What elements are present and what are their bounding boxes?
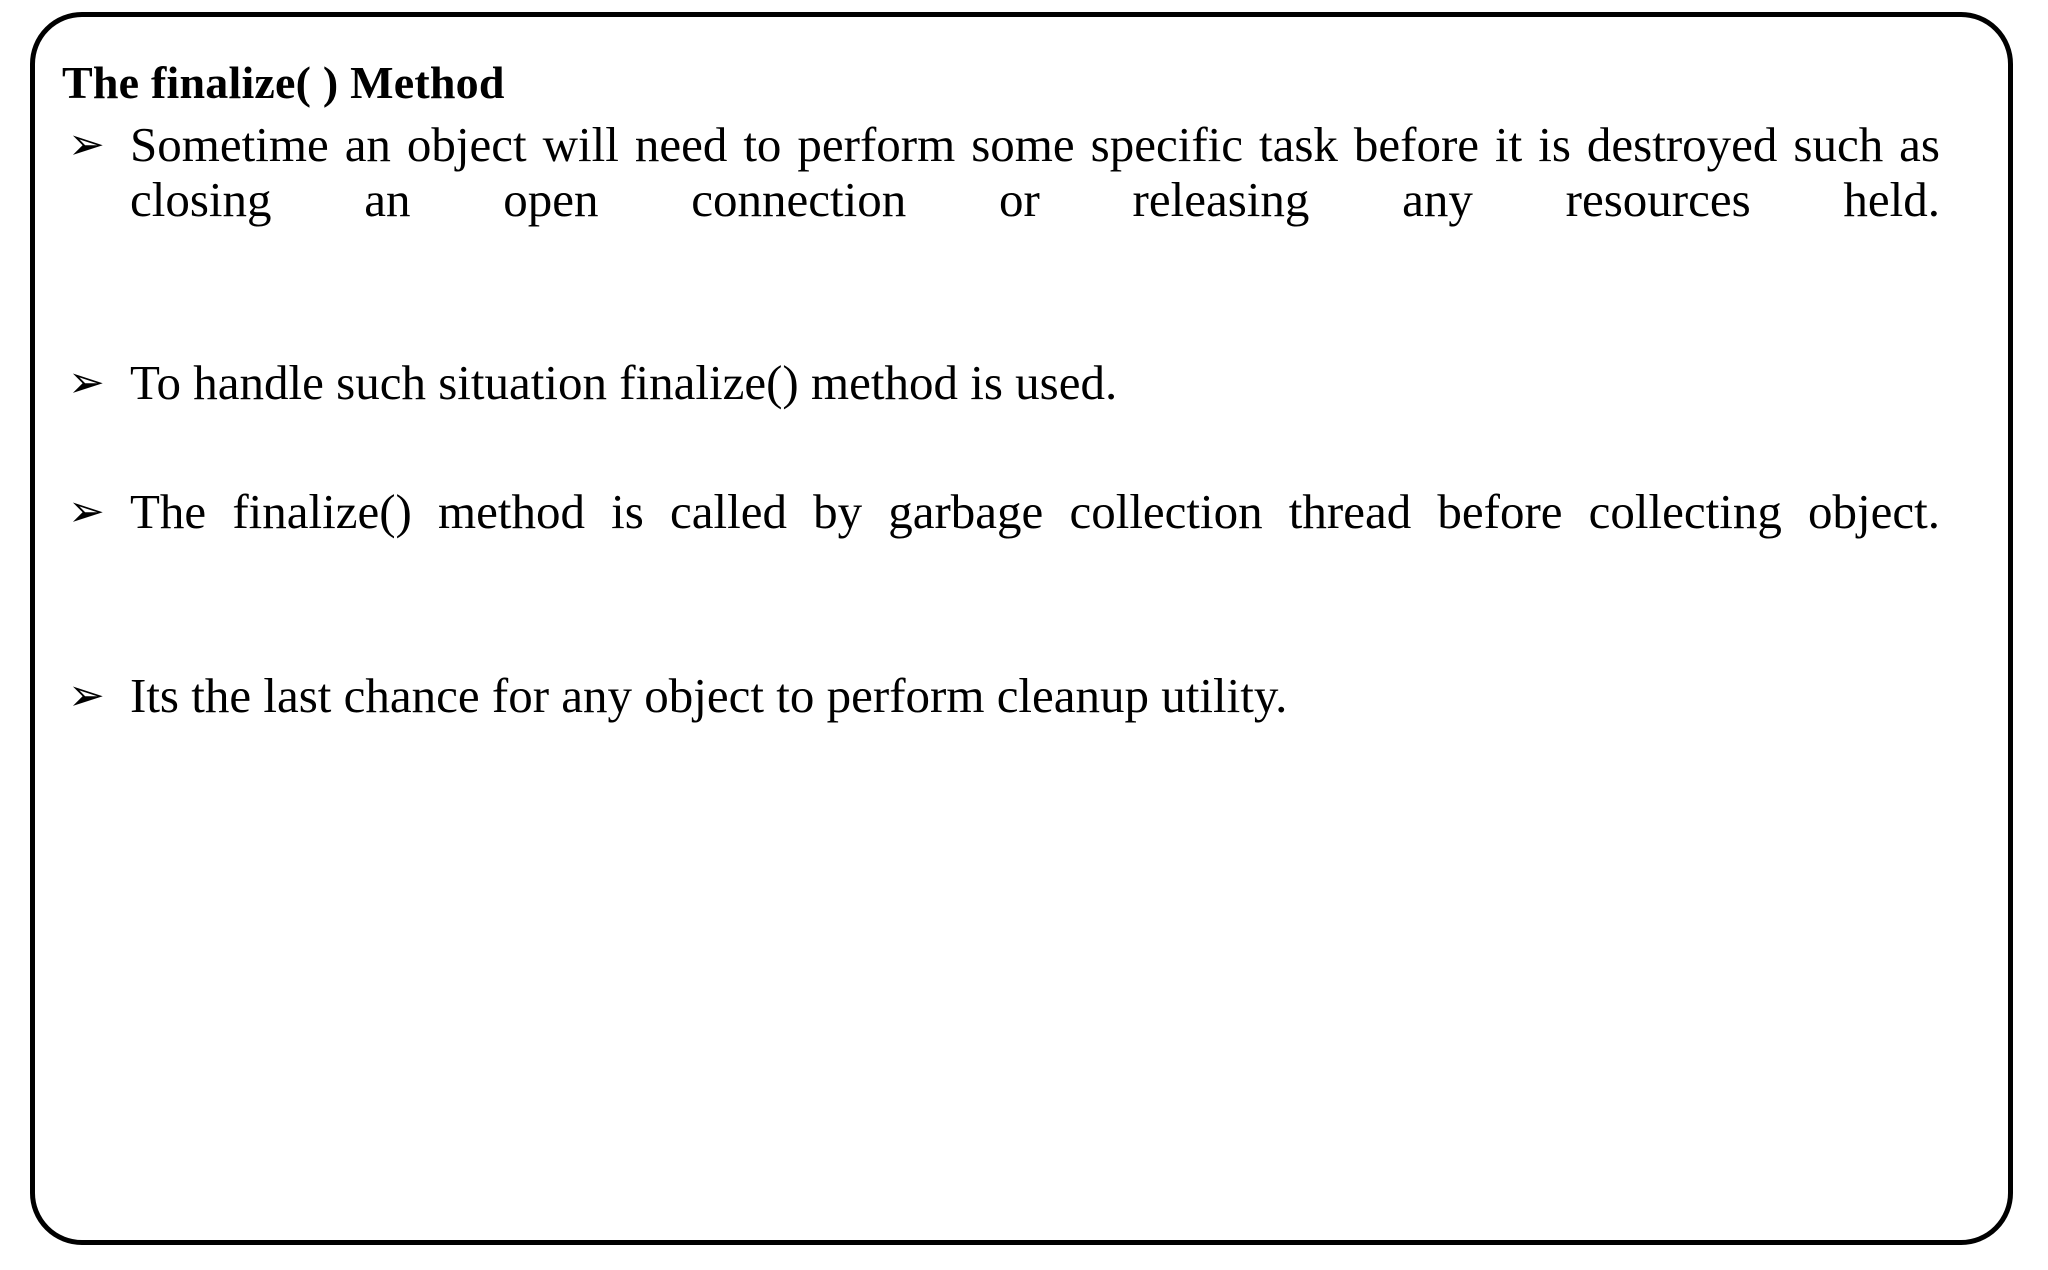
arrowhead-bullet-icon: ➢ [68, 357, 105, 409]
arrowhead-bullet-icon: ➢ [68, 486, 105, 538]
page-title: The finalize( ) Method [62, 57, 505, 108]
list-item-text: The finalize() method is called by garba… [130, 484, 1940, 540]
arrowhead-bullet-icon: ➢ [68, 118, 105, 170]
list-item: ➢ Sometime an object will need to perfor… [62, 116, 1940, 283]
list-item: ➢ To handle such situation finalize() me… [62, 355, 1940, 411]
list-item-text: To handle such situation finalize() meth… [130, 355, 1118, 411]
arrowhead-bullet-icon: ➢ [68, 669, 105, 721]
slide-content-area: The finalize( ) Method ➢ Sometime an obj… [62, 58, 1962, 724]
list-item: ➢ The finalize() method is called by gar… [62, 484, 1940, 595]
list-item-text: Its the last chance for any object to pe… [130, 667, 1288, 723]
list-item: ➢ Its the last chance for any object to … [62, 667, 1940, 724]
list-item-text: Sometime an object will need to perform … [130, 116, 1940, 227]
bullet-list: ➢ Sometime an object will need to perfor… [62, 116, 1940, 724]
slide-border-frame [30, 12, 2013, 1245]
